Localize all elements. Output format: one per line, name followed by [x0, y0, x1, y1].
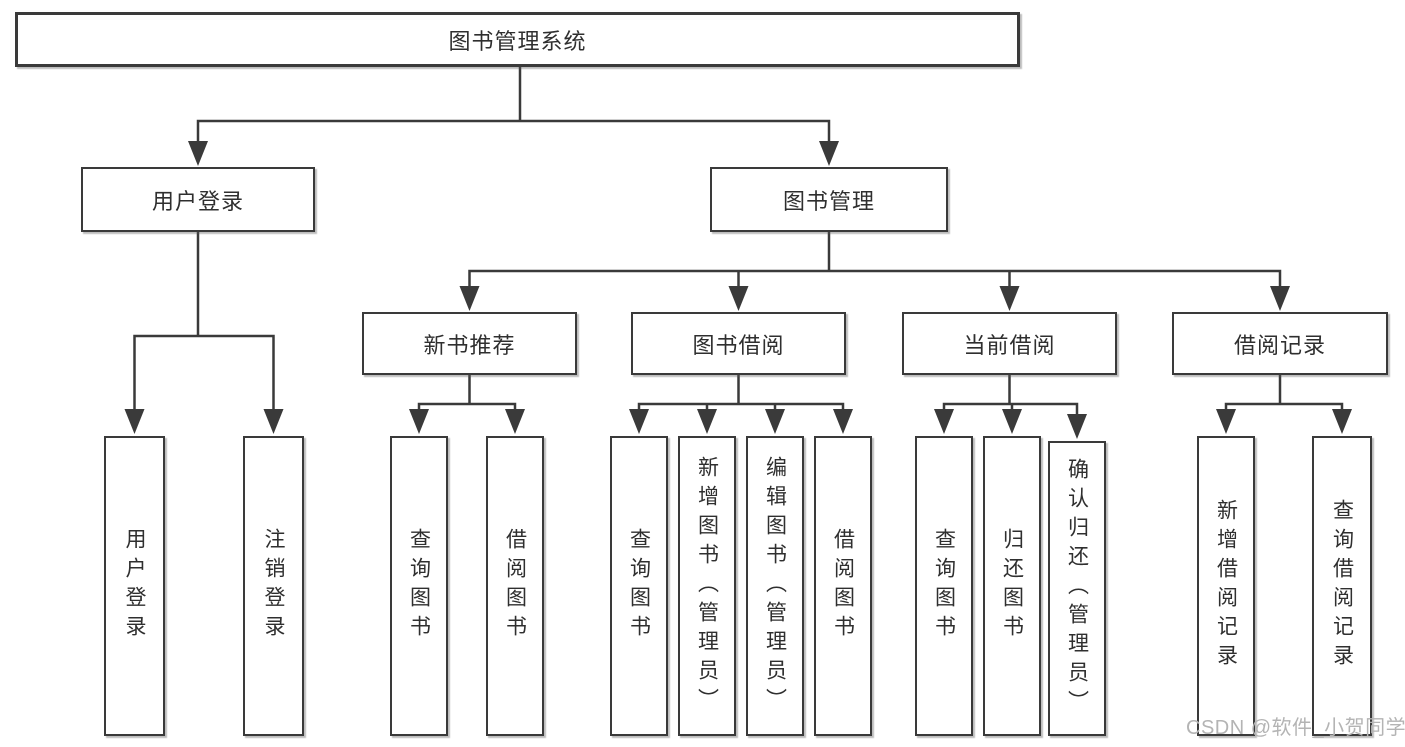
node-borrow-records: 借阅记录: [1172, 312, 1388, 375]
arrow-down-icon: [833, 409, 853, 434]
arrow-down-icon: [409, 409, 429, 434]
node-book-management: 图书管理: [710, 167, 948, 232]
arrow-down-icon: [124, 409, 145, 434]
leaf-confirm-return-admin: 确认归还（管理员）: [1048, 441, 1106, 736]
node-label: 注销登录: [262, 528, 285, 644]
arrow-down-icon: [1216, 409, 1236, 434]
node-label: 用户登录: [151, 188, 244, 214]
leaf-borrow-books-borrowing: 借阅图书: [814, 436, 872, 736]
node-label: 确认归还（管理员）: [1065, 458, 1089, 719]
leaf-logout: 注销登录: [243, 436, 304, 736]
node-label: 借阅记录: [1233, 332, 1326, 358]
node-label: 图书管理: [782, 188, 875, 214]
node-label: 新增借阅记录: [1214, 499, 1238, 673]
node-label: 查询图书: [407, 528, 431, 644]
node-current-borrowing: 当前借阅: [902, 312, 1117, 375]
node-label: 编辑图书（管理员）: [763, 455, 787, 717]
leaf-edit-book-admin: 编辑图书（管理员）: [746, 436, 804, 736]
arrow-down-icon: [629, 409, 649, 434]
arrow-down-icon: [1332, 409, 1352, 434]
node-label: 图书借阅: [692, 332, 785, 358]
node-user-login: 用户登录: [81, 167, 315, 232]
leaf-query-books-current: 查询图书: [915, 436, 973, 736]
node-label: 当前借阅: [963, 332, 1056, 358]
node-label: 新增图书（管理员）: [695, 455, 719, 717]
arrow-down-icon: [934, 409, 954, 434]
watermark: CSDN @软件_小贺同学: [1186, 717, 1405, 739]
arrow-down-icon: [697, 409, 717, 434]
node-label: 归还图书: [1000, 528, 1024, 644]
leaf-add-borrow-record: 新增借阅记录: [1197, 436, 1255, 736]
node-new-book-recommend: 新书推荐: [362, 312, 577, 375]
arrow-down-icon: [505, 409, 525, 434]
arrow-down-icon: [728, 286, 749, 311]
node-book-borrowing: 图书借阅: [631, 312, 846, 375]
node-label: 图书管理系统: [448, 28, 587, 54]
node-label: 借阅图书: [831, 528, 855, 644]
arrow-down-icon: [263, 409, 284, 434]
leaf-query-books-recommend: 查询图书: [390, 436, 448, 736]
leaf-query-books-borrowing: 查询图书: [610, 436, 668, 736]
node-label: 用户登录: [123, 528, 146, 644]
leaf-add-book-admin: 新增图书（管理员）: [678, 436, 736, 736]
node-label: 借阅图书: [503, 528, 527, 644]
node-root: 图书管理系统: [15, 12, 1020, 67]
arrow-down-icon: [459, 286, 480, 311]
arrow-down-icon: [1067, 414, 1087, 439]
arrow-down-icon: [819, 141, 839, 166]
leaf-borrow-books-recommend: 借阅图书: [486, 436, 544, 736]
arrow-down-icon: [188, 141, 208, 166]
connector-segments: [133, 67, 1344, 417]
leaf-query-borrow-record: 查询借阅记录: [1312, 436, 1372, 736]
arrow-down-icon: [999, 286, 1020, 311]
node-label: 查询借阅记录: [1330, 499, 1354, 673]
arrow-down-icon: [1002, 409, 1022, 434]
leaf-return-book: 归还图书: [983, 436, 1041, 736]
arrow-down-icon: [1270, 286, 1290, 311]
node-label: 查询图书: [932, 528, 956, 644]
node-label: 新书推荐: [423, 332, 516, 358]
node-label: 查询图书: [627, 528, 651, 644]
arrow-down-icon: [765, 409, 785, 434]
leaf-user-login: 用户登录: [104, 436, 165, 736]
arrowheads: [124, 141, 1352, 439]
